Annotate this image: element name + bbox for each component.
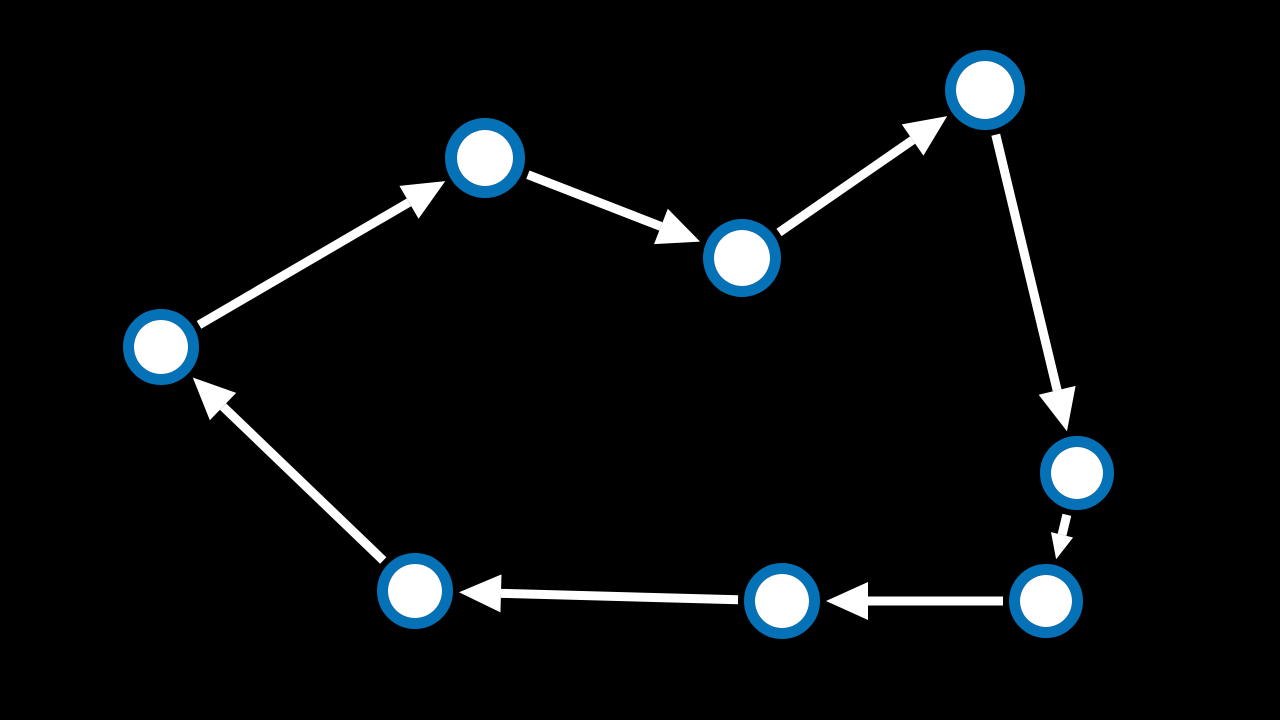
graph-edge[interactable] xyxy=(458,574,739,613)
node-core xyxy=(755,574,809,628)
graph-node[interactable] xyxy=(744,563,820,639)
node-ring xyxy=(1009,564,1083,638)
node-ring xyxy=(744,563,820,639)
graph-edge[interactable] xyxy=(776,116,948,237)
graph-node[interactable] xyxy=(1040,436,1114,510)
arrowhead-icon xyxy=(399,181,446,219)
arrowhead-icon xyxy=(192,377,237,421)
graph-node[interactable] xyxy=(377,553,453,629)
arrowhead-icon xyxy=(458,574,502,613)
graph-edge[interactable] xyxy=(526,170,701,245)
arrowhead-icon xyxy=(1050,532,1074,560)
arrowhead-icon xyxy=(1038,385,1076,432)
edge-shaft xyxy=(776,136,916,237)
node-core xyxy=(714,230,770,286)
edge-shaft xyxy=(196,198,412,329)
graph-edge[interactable] xyxy=(826,582,1003,620)
node-core xyxy=(956,61,1014,119)
arrowhead-icon xyxy=(826,582,868,620)
graph-edge[interactable] xyxy=(991,133,1076,432)
edge-shaft xyxy=(500,588,739,605)
graph-edge[interactable] xyxy=(192,377,387,564)
graph-edge[interactable] xyxy=(1050,513,1074,560)
node-core xyxy=(388,564,442,618)
node-ring xyxy=(445,118,525,198)
edge-shaft xyxy=(991,133,1062,392)
node-ring xyxy=(945,50,1025,130)
arrowhead-icon xyxy=(901,116,948,156)
node-core xyxy=(1020,575,1072,627)
node-core xyxy=(457,130,513,186)
graph-node[interactable] xyxy=(945,50,1025,130)
graph-node[interactable] xyxy=(445,118,525,198)
graph-node[interactable] xyxy=(123,309,199,385)
edge-shaft xyxy=(1057,513,1072,536)
graph-node[interactable] xyxy=(703,219,781,297)
edge-shaft xyxy=(526,170,663,231)
edges-layer xyxy=(192,116,1076,620)
node-ring xyxy=(1040,436,1114,510)
nodes-layer xyxy=(123,50,1114,639)
node-core xyxy=(134,320,188,374)
graph-edge[interactable] xyxy=(196,181,446,329)
node-ring xyxy=(377,553,453,629)
node-core xyxy=(1051,447,1103,499)
node-ring xyxy=(703,219,781,297)
node-ring xyxy=(123,309,199,385)
edge-shaft xyxy=(219,403,387,564)
graph-node[interactable] xyxy=(1009,564,1083,638)
arrowhead-icon xyxy=(654,208,701,245)
